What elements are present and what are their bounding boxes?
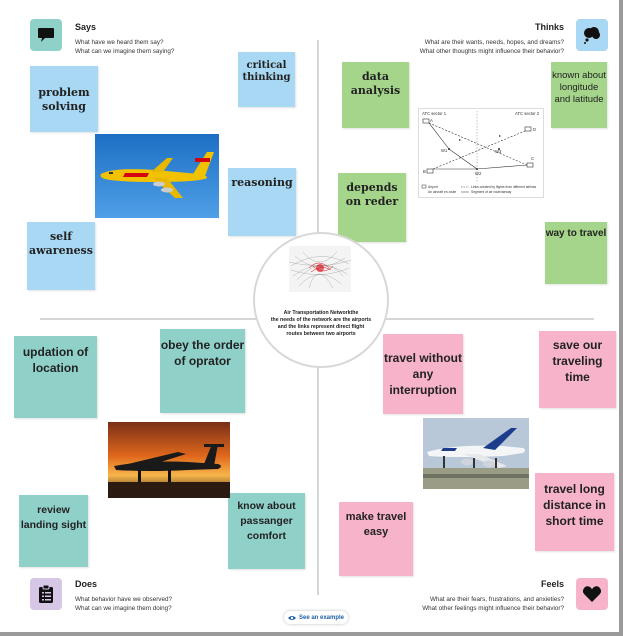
- sticky-note-text: depends on reder: [345, 181, 399, 208]
- waypoint-w1-label: W1: [441, 148, 448, 153]
- says-line-1: What have we heard them say?: [75, 39, 164, 46]
- sticky-note-text: data analysis: [350, 70, 401, 97]
- says-header: Says What have we heard them say? What c…: [75, 22, 174, 56]
- sticky-note-problem-solving[interactable]: problem solving: [30, 66, 98, 132]
- legend-aircraft: An aircraft en-route: [428, 190, 456, 194]
- sticky-note-know-passanger[interactable]: know about passanger comfort: [228, 493, 305, 569]
- sticky-note-text: save our traveling time: [552, 338, 603, 384]
- legend-links: Links created by flights from different …: [471, 185, 537, 189]
- center-caption: Air Transportation Networkthe the needs …: [265, 310, 377, 338]
- sticky-note-text: problem solving: [38, 86, 90, 113]
- node-c-label: C: [531, 156, 534, 161]
- sticky-note-text: make travel easy: [345, 511, 407, 538]
- heart-icon: [576, 578, 608, 610]
- sticky-note-depends-on-reder[interactable]: depends on reder: [338, 173, 406, 242]
- network-map-image: [289, 246, 351, 292]
- sticky-note-review-landing[interactable]: review landing sight: [19, 495, 88, 567]
- sticky-note-obey-order[interactable]: obey the order of oprator: [160, 329, 245, 413]
- legend-segment: Segment of air route/airway: [471, 190, 512, 194]
- atc-sector-diagram: ATC sector 1 ATC sector 2 A B C D W1 W2 …: [418, 108, 544, 198]
- sticky-note-text: updation of location: [22, 345, 89, 375]
- sticky-note-text: self awareness: [29, 230, 93, 257]
- waypoint-w2-label: W2: [475, 171, 482, 176]
- says-line-2: What can we imagine them saying?: [75, 48, 175, 55]
- thought-cloud-icon: [576, 19, 608, 51]
- does-line-2: What can we imagine them doing?: [75, 605, 172, 612]
- node-a-label: A: [430, 118, 433, 123]
- sticky-note-reasoning[interactable]: reasoning: [228, 168, 296, 236]
- speech-bubble-icon: [30, 19, 62, 51]
- sticky-note-text: way to travel: [545, 228, 607, 239]
- thinks-line-1: What are their wants, needs, hopes, and …: [424, 39, 564, 46]
- see-example-label: See an example: [298, 614, 345, 621]
- does-line-1: What behavior have we observed?: [75, 596, 172, 603]
- sticky-note-critical-thinking[interactable]: critical thinking: [238, 52, 295, 107]
- legend-airport: Airport: [428, 185, 438, 189]
- feels-line-1: What are their fears, frustrations, and …: [429, 596, 564, 603]
- sticky-note-text: know about passanger comfort: [237, 500, 296, 542]
- center-persona-circle: Air Transportation Networkthe the needs …: [253, 232, 389, 368]
- node-b-label: B: [423, 169, 426, 174]
- caption-line-3: and the links represent direct flight: [277, 324, 365, 330]
- feels-title: Feels: [540, 579, 564, 589]
- sticky-note-travel-without[interactable]: travel without any interruption: [383, 334, 463, 414]
- says-title: Says: [75, 22, 97, 32]
- thinks-line-2: What other thoughts might influence thei…: [419, 48, 564, 55]
- sticky-note-text: reasoning: [231, 176, 293, 189]
- eye-icon: [287, 615, 296, 620]
- see-example-button[interactable]: See an example: [284, 611, 348, 624]
- caption-line-4: routes between two airports: [286, 331, 356, 337]
- feels-line-2: What other feelings might influence thei…: [422, 605, 564, 612]
- caption-line-2: the needs of the network are the airport…: [270, 317, 372, 323]
- sticky-note-text: known about longitude and latitude: [552, 70, 606, 105]
- cargo-plane-photo: [95, 134, 219, 218]
- thinks-title: Thinks: [534, 22, 564, 32]
- does-header: Does What behavior have we observed? Wha…: [75, 579, 172, 613]
- sticky-note-make-travel-easy[interactable]: make travel easy: [339, 502, 413, 576]
- sticky-note-text: travel without any interruption: [383, 351, 462, 397]
- clipboard-icon: [30, 578, 62, 610]
- node-d-label: D: [533, 127, 536, 132]
- caption-line-1: Air Transportation Networkthe: [283, 310, 359, 316]
- sticky-note-text: obey the order of oprator: [160, 338, 245, 368]
- sticky-note-save-time[interactable]: save our traveling time: [539, 331, 616, 408]
- airliner-photo: [423, 418, 529, 489]
- thinks-header: Thinks What are their wants, needs, hope…: [380, 22, 564, 56]
- sticky-note-self-awareness[interactable]: self awareness: [27, 222, 95, 290]
- sector-right-label: ATC sector 2: [515, 111, 540, 116]
- does-title: Does: [75, 579, 98, 589]
- sticky-note-travel-long[interactable]: travel long distance in short time: [535, 473, 614, 551]
- sticky-note-text: critical thinking: [242, 60, 291, 83]
- sticky-note-text: travel long distance in short time: [543, 482, 606, 528]
- sticky-note-data-analysis[interactable]: data analysis: [342, 62, 409, 128]
- sticky-note-way-to-travel[interactable]: way to travel: [545, 222, 607, 284]
- sticky-note-updation-location[interactable]: updation of location: [14, 336, 97, 418]
- feels-header: Feels What are their fears, frustrations…: [380, 579, 564, 613]
- waypoint-w3-label: W3: [495, 149, 502, 154]
- sticky-note-text: review landing sight: [20, 504, 87, 531]
- sticky-note-known-longitude[interactable]: known about longitude and latitude: [551, 62, 607, 128]
- sector-left-label: ATC sector 1: [422, 111, 447, 116]
- military-plane-photo: [108, 422, 230, 498]
